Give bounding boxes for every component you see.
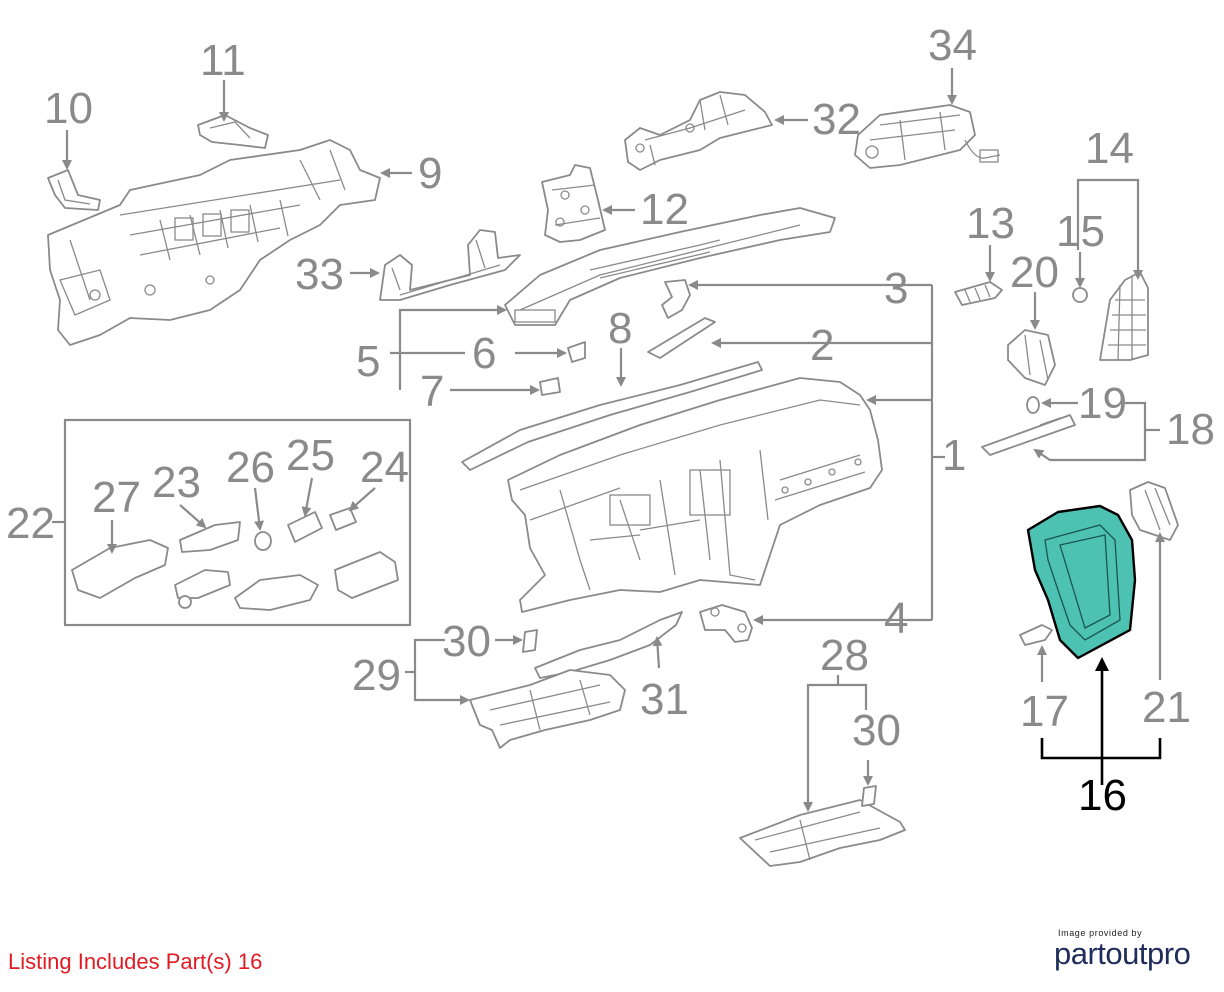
callout-3: 3 [884,264,908,313]
part-14-trim-panel [1099,271,1149,361]
part-kit-bracket [174,569,231,609]
callout-1: 1 [942,431,966,480]
part-1-instrument-panel [507,377,883,613]
part-31-panel [534,611,683,679]
callout-7: 7 [420,367,444,416]
callout-20: 20 [1010,248,1059,297]
callout-numbers: 10 11 9 34 32 12 33 13 15 14 20 3 2 8 5 … [6,21,1215,820]
part-kit-panel [334,551,399,599]
part-27-bracket [71,539,169,599]
callout-5: 5 [356,337,380,386]
part-34-airbag-module [854,104,1001,169]
part-30-clip-b [861,785,877,807]
part-11-bracket [197,114,269,149]
callout-24: 24 [360,443,409,492]
part-21-trim [1129,481,1179,541]
callout-31: 31 [640,675,689,724]
part-9-instrument-panel-frame [47,139,381,346]
callout-25: 25 [286,431,335,480]
part-13-vent [954,281,1003,306]
part-3-bracket [661,279,691,319]
part-10-bracket [47,169,101,211]
part-kit-mount [234,574,319,611]
part-4-bracket [699,604,753,643]
callout-6: 6 [472,329,496,378]
callout-27: 27 [92,473,141,522]
callout-28: 28 [820,631,869,680]
part-12-bracket [541,164,606,243]
callout-33: 33 [295,250,344,299]
part-33-bracket [379,229,521,301]
callout-17: 17 [1020,687,1069,736]
callout-16: 16 [1078,771,1127,820]
callout-21: 21 [1142,683,1191,732]
callout-26: 26 [226,443,275,492]
callout-11: 11 [200,36,246,85]
callout-14: 14 [1085,124,1134,173]
part-6-clip [567,341,586,363]
callout-32: 32 [812,95,861,144]
part-29-lower-panel [469,669,626,749]
part-5-upper-trim-panel [504,207,836,326]
part-15-bolt [1072,287,1088,303]
part-2-strip [647,317,716,359]
part-24-cap [329,507,357,531]
callout-13: 13 [966,199,1015,248]
part-8-trim-strip [461,361,763,471]
callout-8: 8 [608,304,632,353]
callout-18: 18 [1166,405,1215,454]
image-credit-label: Image provided by [1058,928,1143,938]
part-28-lower-panel [739,799,906,867]
callout-34: 34 [928,21,977,70]
part-16-glove-box-door [1026,504,1137,660]
callout-15: 15 [1056,207,1105,256]
callout-30-upper: 30 [442,617,491,666]
partoutpro-logo: partoutpro [1054,936,1191,971]
part-18-trim-strip [981,414,1076,456]
callout-19: 19 [1078,379,1127,428]
part-30-clip-a [522,629,538,653]
part-25-sleeve [287,511,323,543]
leader-lines [52,68,1165,812]
callout-10: 10 [44,84,93,133]
part-26-ring [254,531,272,551]
callout-9: 9 [418,149,442,198]
callout-4: 4 [884,594,908,643]
part-17-clip [1019,624,1053,646]
callout-23: 23 [152,458,201,507]
callout-2: 2 [810,321,834,370]
listing-caption: Listing Includes Part(s) 16 [8,949,263,974]
callout-30-lower: 30 [852,706,901,755]
part-7-clip [539,377,561,396]
callout-12: 12 [640,185,689,234]
callout-29: 29 [352,651,401,700]
part-22-kit-box [63,418,412,627]
callout-22: 22 [6,499,55,548]
part-23-bracket [179,521,241,553]
part-19-grommet [1026,396,1040,414]
part-20-bracket [1007,329,1056,386]
part-32-bracket [624,91,773,171]
